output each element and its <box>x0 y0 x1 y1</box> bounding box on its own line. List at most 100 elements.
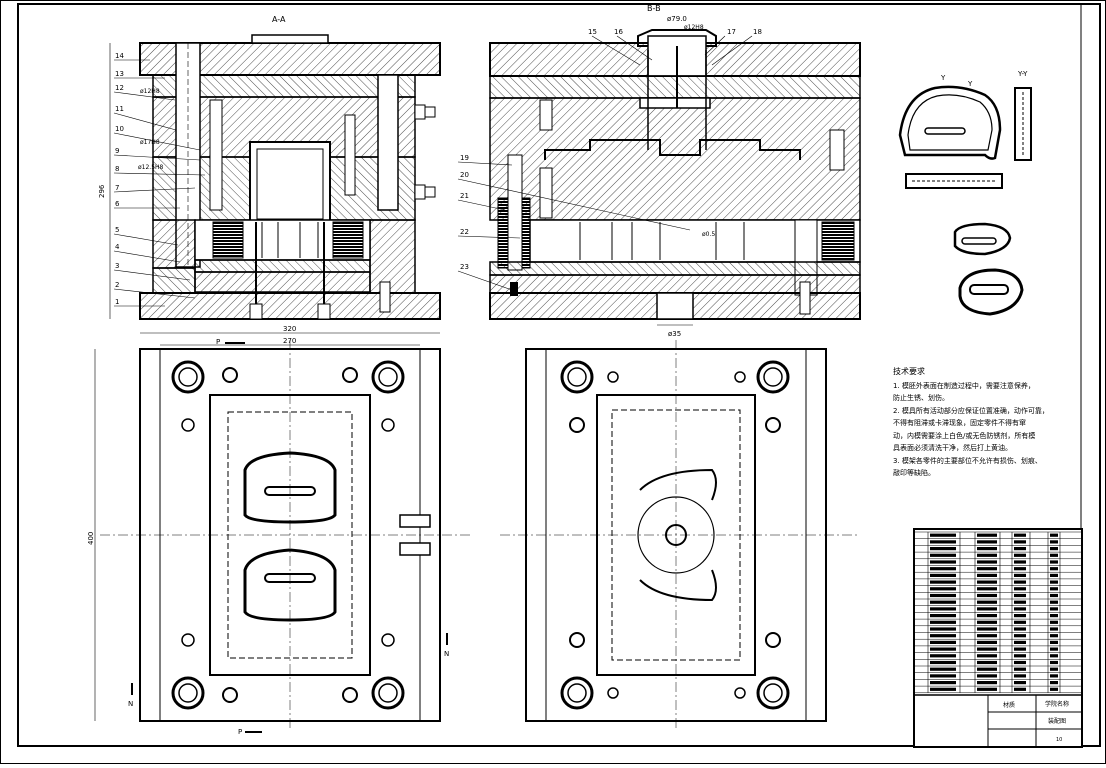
bom-table <box>913 531 1083 694</box>
bom-cell-mark <box>1014 553 1026 557</box>
section-marker-p: P <box>216 338 220 346</box>
part-number: 4 <box>115 243 120 251</box>
bom-cell-mark <box>930 614 956 618</box>
tech-requirement-line: 具表面必须清洗干净，然后打上黄油。 <box>893 444 1012 452</box>
bom-cell-mark <box>930 634 956 638</box>
part-number-callouts-left: 14 13 12 11 10 9 8 7 6 5 4 3 2 1 <box>113 52 206 307</box>
bom-cell-mark <box>977 634 997 638</box>
bom-cell-mark <box>1014 607 1026 611</box>
bom-cell-mark <box>1050 627 1058 631</box>
dim-dia-79: ø79.0 <box>667 15 687 23</box>
dim-dia-12b: ø12H8 <box>684 24 704 31</box>
bom-cell-mark <box>930 687 956 691</box>
part-number: 9 <box>115 147 119 155</box>
part-number: 22 <box>460 228 469 236</box>
view-yy-label: Y-Y <box>1017 70 1028 78</box>
bom-cell-mark <box>1014 620 1026 624</box>
dim-dia-35: ø35 <box>668 330 681 338</box>
part-number: 20 <box>460 171 469 179</box>
tech-requirements-title: 技术要求 <box>893 367 925 376</box>
bom-cell-mark <box>1014 560 1026 564</box>
bom-cell-mark <box>1014 634 1026 638</box>
bom-cell-mark <box>1050 600 1058 604</box>
material-label: 材质 <box>1003 701 1015 709</box>
bom-cell-mark <box>930 627 956 631</box>
part-number: 19 <box>460 154 469 162</box>
section-marker-n: N <box>128 700 133 708</box>
bom-cell-mark <box>930 654 956 658</box>
bom-cell-mark <box>1050 667 1058 671</box>
bom-cell-mark <box>1050 587 1058 591</box>
tech-requirement-line: 动，内模需要涂上白色/或无色防锈剂，所有模 <box>893 431 1036 440</box>
bom-cell-mark <box>977 660 997 665</box>
bom-cell-mark <box>930 580 956 584</box>
bom-cell-mark <box>930 553 956 557</box>
bom-cell-mark <box>977 647 997 651</box>
bom-cell-mark <box>977 681 997 685</box>
bom-cell-mark <box>977 553 997 557</box>
part-number: 8 <box>115 165 119 173</box>
part-number: 13 <box>115 70 124 78</box>
bom-cell-mark <box>1014 567 1026 571</box>
bom-cell-mark <box>930 560 956 564</box>
part-number: 1 <box>115 298 119 306</box>
bom-cell-mark <box>930 681 956 685</box>
label-y: Y <box>967 80 973 88</box>
part-number: 5 <box>115 226 119 234</box>
bom-cell-mark <box>1014 593 1026 598</box>
bom-cell-mark <box>1014 667 1026 671</box>
bom-cell-mark <box>977 620 997 624</box>
part-number-callouts-top: 15 16 17 18 <box>588 28 762 66</box>
bom-cell-mark <box>1050 560 1058 564</box>
tech-requirement-line: 2. 模具所有活动部分应保证位置准确，动作可靠， <box>893 406 1049 415</box>
part-number: 21 <box>460 192 469 200</box>
section-marker-n: N <box>444 650 449 658</box>
bom-cell-mark <box>1014 681 1026 685</box>
bom-cell-mark <box>1050 573 1058 577</box>
bom-cell-mark <box>977 587 997 591</box>
dim-dia-12c: ø12.5H8 <box>138 164 164 171</box>
dim-height-400: 400 <box>87 532 95 545</box>
dim-dia-17: ø17H8 <box>140 139 160 146</box>
drawing-label: 装配图 <box>1048 717 1066 725</box>
bom-cell-mark <box>977 607 997 611</box>
bom-cell-mark <box>930 533 956 537</box>
bom-cell-mark <box>1050 620 1058 624</box>
bom-cell-mark <box>977 560 997 564</box>
title-block: 材质 学院名称 装配图 10 <box>913 528 1083 748</box>
bom-cell-mark <box>930 600 956 604</box>
moving-half-plan-view <box>500 340 860 730</box>
tech-requirement-line: 不得有阻滞或卡滞现象，固定零件不得有窜 <box>893 419 1026 427</box>
part-number: 12 <box>115 84 124 92</box>
bom-cell-mark <box>930 547 956 551</box>
bom-cell-mark <box>977 567 997 571</box>
bom-cell-mark <box>1014 540 1026 544</box>
part-number-callouts-side: 19 20 21 22 23 <box>457 154 691 291</box>
school-label: 学院名称 <box>1045 700 1069 708</box>
bom-cell-mark <box>977 674 997 678</box>
dim-width-270: 270 <box>283 337 296 345</box>
technical-requirements: 技术要求 1. 模胚外表面在制造过程中，需要注意保养， 防止生锈、划伤。 2. … <box>893 366 1093 480</box>
label-y: Y <box>940 74 946 82</box>
bom-cell-mark <box>1050 614 1058 618</box>
bom-cell-mark <box>977 540 997 544</box>
bom-cell-mark <box>930 640 956 644</box>
bom-cell-mark <box>1014 547 1026 551</box>
bom-cell-mark <box>977 573 997 577</box>
bom-cell-mark <box>1050 533 1058 537</box>
bom-cell-mark <box>1050 547 1058 551</box>
section-aa-label: A-A <box>272 15 286 24</box>
bom-cell-mark <box>1050 681 1058 685</box>
bom-cell-mark <box>1014 573 1026 577</box>
tech-requirement-line: 3. 模架各零件的主要部位不允许有损伤、划痕、 <box>893 456 1042 465</box>
bom-cell-mark <box>1050 607 1058 611</box>
bom-cell-mark <box>1050 540 1058 544</box>
part-number: 14 <box>115 52 124 60</box>
part-number: 23 <box>460 263 469 271</box>
bom-cell-mark <box>977 600 997 604</box>
part-number: 3 <box>115 262 119 270</box>
bom-cell-mark <box>1014 660 1026 665</box>
bom-cell-mark <box>930 667 956 671</box>
part-number: 11 <box>115 105 124 113</box>
bom-cell-mark <box>1050 674 1058 678</box>
